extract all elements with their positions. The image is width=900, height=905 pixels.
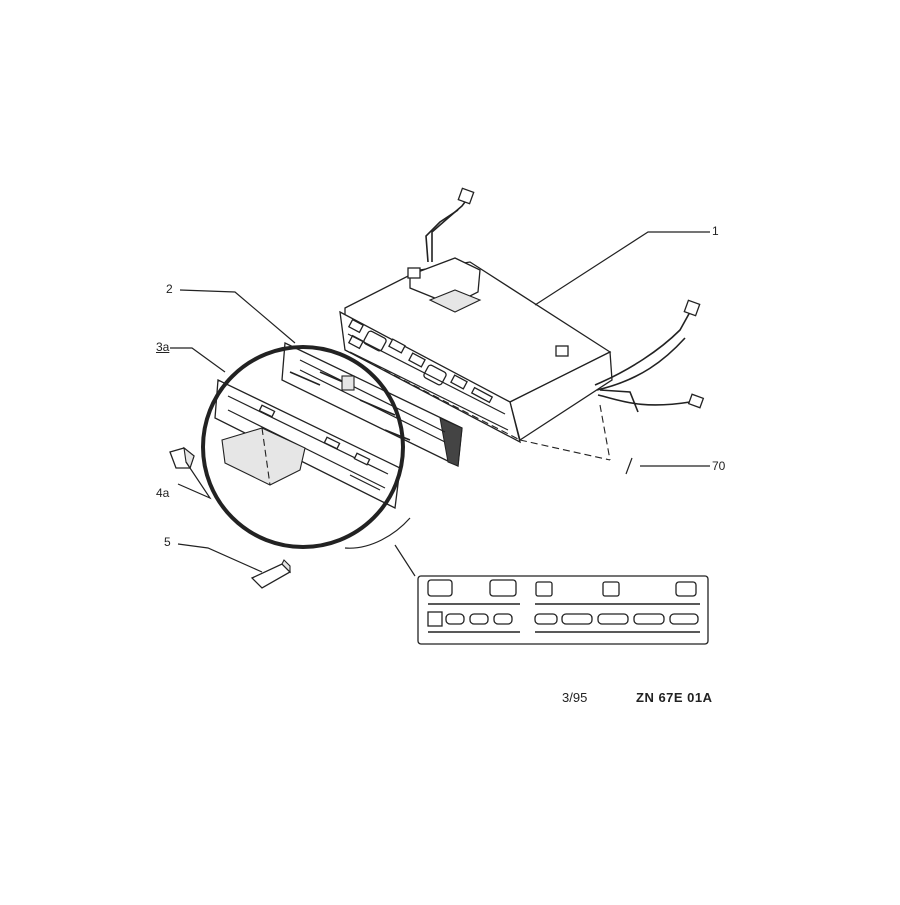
footer-date: 3/95 [562, 690, 588, 705]
callout-70: 70 [712, 459, 726, 473]
part-5-button [250, 559, 292, 589]
part-1-control-unit [339, 257, 613, 461]
callout-leaders [170, 231, 710, 573]
callout-5: 5 [164, 535, 171, 549]
wiring-harness-top [425, 187, 475, 263]
callout-4a: 4a [156, 486, 170, 500]
slider-levers [289, 371, 411, 441]
callout-3a: 3a [156, 340, 170, 354]
detail-panel [417, 575, 709, 645]
footer-code: ZN 67E 01A [636, 690, 713, 705]
detail-circle [201, 345, 405, 549]
detail-leader [394, 544, 416, 577]
wiring-harness-right [594, 299, 705, 413]
callout-1: 1 [712, 224, 719, 238]
callout-2: 2 [166, 282, 173, 296]
front-panel-buttons [347, 318, 509, 431]
part-3a-faceplate [214, 379, 401, 509]
detail-arc [344, 517, 411, 549]
knob-small-left [169, 446, 195, 470]
part-4a-knob-block [221, 427, 306, 486]
